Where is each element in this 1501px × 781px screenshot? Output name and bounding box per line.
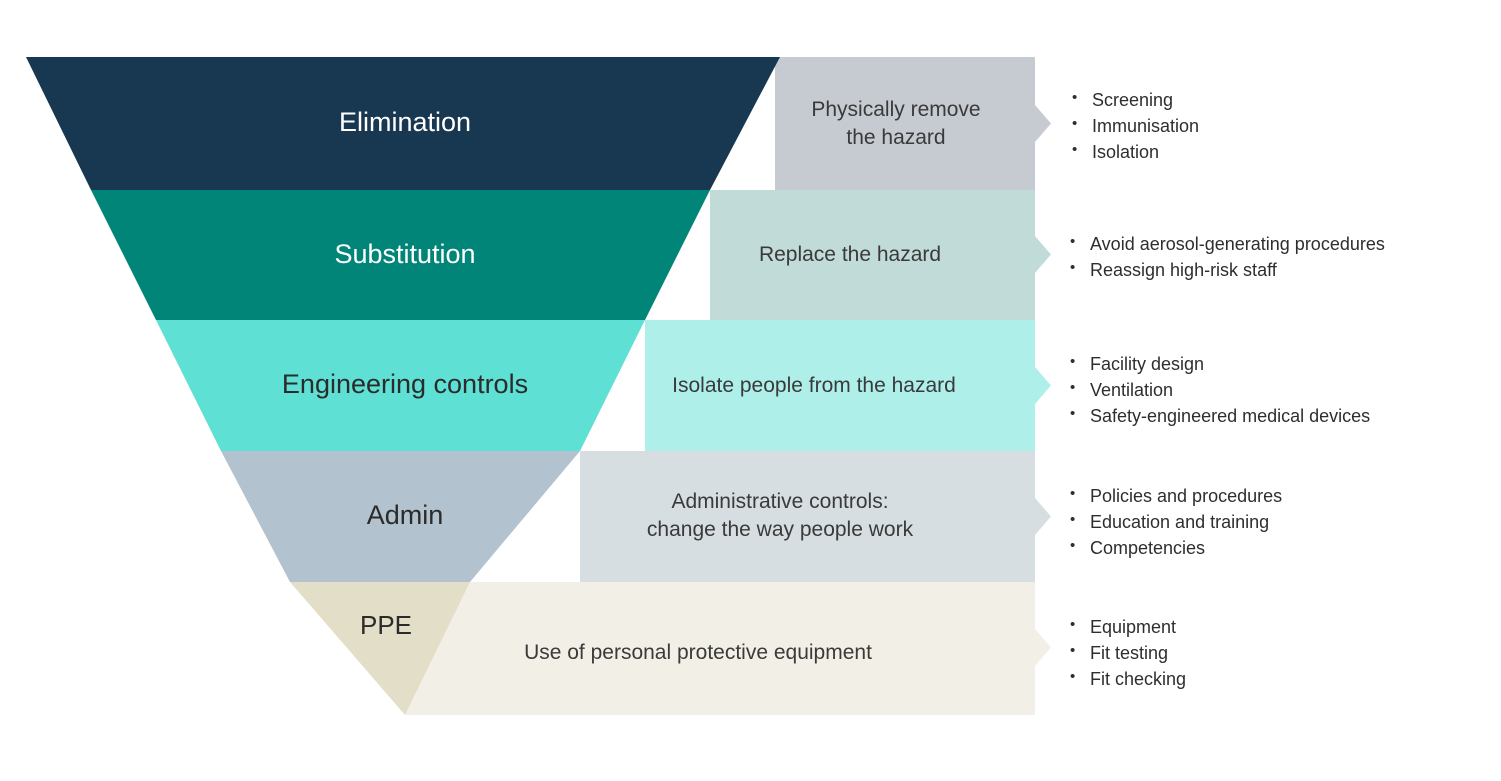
funnel-band-elimination <box>26 57 780 190</box>
list-item: Reassign high-risk staff <box>1068 257 1385 284</box>
examples-engineering-controls: Facility design Ventilation Safety-engin… <box>1068 351 1370 430</box>
panel-shape-elimination <box>775 57 1051 190</box>
list-item: Isolation <box>1068 139 1199 166</box>
funnel-band-admin <box>221 451 580 582</box>
description-admin: Administrative controls: change the way … <box>560 482 1000 550</box>
examples-elimination: Screening Immunisation Isolation <box>1068 87 1199 166</box>
list-item: Fit checking <box>1068 666 1186 693</box>
examples-list: Avoid aerosol-generating procedures Reas… <box>1068 231 1385 284</box>
list-item: Fit testing <box>1068 640 1186 667</box>
description-text: Replace the hazard <box>758 243 942 267</box>
description-elimination: Physically remove the hazard <box>786 88 1006 160</box>
list-item: Immunisation <box>1068 113 1199 140</box>
examples-list: Policies and procedures Education and tr… <box>1068 483 1282 562</box>
list-item: Education and training <box>1068 509 1282 536</box>
panel-shape-ppe <box>405 582 1051 715</box>
list-item: Policies and procedures <box>1068 483 1282 510</box>
description-text: Isolate people from the hazard <box>672 374 956 398</box>
list-item: Ventilation <box>1068 377 1370 404</box>
examples-list: Facility design Ventilation Safety-engin… <box>1068 351 1370 430</box>
examples-list: Screening Immunisation Isolation <box>1068 87 1199 166</box>
panel-shape-engineering-controls <box>645 320 1051 451</box>
list-item: Competencies <box>1068 535 1282 562</box>
examples-list: Equipment Fit testing Fit checking <box>1068 614 1186 693</box>
list-item: Screening <box>1068 87 1199 114</box>
examples-ppe: Equipment Fit testing Fit checking <box>1068 614 1186 693</box>
list-item: Equipment <box>1068 614 1186 641</box>
examples-substitution: Avoid aerosol-generating procedures Reas… <box>1068 231 1385 284</box>
description-text: Use of personal protective equipment <box>524 641 872 665</box>
description-ppe: Use of personal protective equipment <box>478 632 918 674</box>
funnel-band-engineering-controls <box>156 320 645 451</box>
list-item: Facility design <box>1068 351 1370 378</box>
funnel-band-substitution <box>91 190 710 320</box>
funnel-band-ppe <box>290 582 470 715</box>
description-substitution: Replace the hazard <box>700 234 1000 276</box>
panel-shapes <box>405 57 1051 715</box>
list-item: Avoid aerosol-generating procedures <box>1068 231 1385 258</box>
description-text: Administrative controls: change the way … <box>646 490 914 541</box>
panel-shape-substitution <box>710 190 1051 320</box>
description-text: Physically remove the hazard <box>811 98 981 149</box>
list-item: Safety-engineered medical devices <box>1068 403 1370 430</box>
panel-shape-admin <box>580 451 1051 582</box>
funnel-bands <box>26 57 780 715</box>
examples-admin: Policies and procedures Education and tr… <box>1068 483 1282 562</box>
description-engineering-controls: Isolate people from the hazard <box>628 365 1000 407</box>
